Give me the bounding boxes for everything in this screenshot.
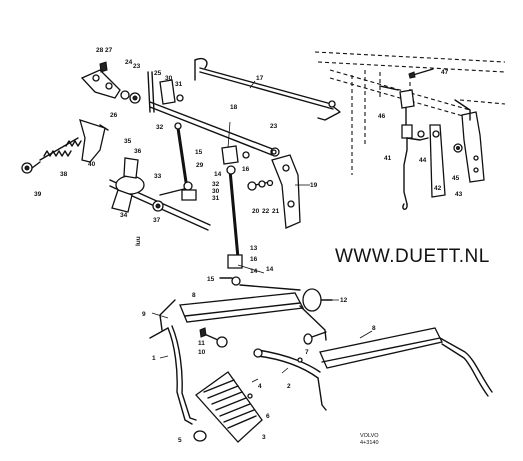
callout-41: 41 [384,155,392,162]
callout-42: 42 [434,185,442,192]
callout-17: 17 [256,75,264,82]
callout-27: 27 [105,47,113,54]
bolt-47 [408,68,434,79]
caption-brand: VOLVO [360,433,379,439]
callout-19: 19 [310,182,318,189]
callout-8b: 8 [372,325,376,332]
callout-3: 3 [262,434,266,441]
callout-2: 2 [287,383,291,390]
callout-39: 39 [34,191,42,198]
callout-20: 20 [252,208,260,215]
caption-code: 4+3140 [360,440,379,446]
callout-10: 10 [198,349,206,356]
callout-14b: 14 [250,268,258,275]
callout-14a: 14 [214,171,222,178]
link-rod-29 [174,122,197,201]
callout-38: 38 [60,171,68,178]
callout-14c: 14 [266,266,274,273]
callout-16b: 16 [250,256,258,263]
callout-23b: 23 [270,123,278,130]
callout-46: 46 [378,113,386,120]
callout-6: 6 [266,413,270,420]
side-mark: Iuu [135,236,142,246]
callout-33: 33 [154,173,162,180]
bolt-10-11 [199,327,228,348]
shaft-rod-17 [194,58,341,121]
callout-24: 24 [125,59,133,66]
callout-23a: 23 [133,63,141,70]
bracket-19 [247,154,301,229]
right-shaft-2 [253,327,493,411]
callout-18: 18 [230,104,238,111]
callout-37: 37 [153,217,161,224]
callout-25: 25 [154,70,162,77]
callout-4: 4 [258,383,262,390]
callout-30a: 30 [165,75,173,82]
spring-assembly-38-40 [21,119,109,174]
callout-21: 21 [272,208,280,215]
callout-29: 29 [196,162,204,169]
bracket-assembly-42 [429,99,485,198]
callout-16a: 16 [242,166,250,173]
callout-labels: 28 27 24 23 25 30 31 26 17 18 32 23 15 1… [34,47,463,444]
callout-11: 11 [198,340,205,347]
callout-47: 47 [441,69,449,76]
callout-8a: 8 [192,292,196,299]
throttle-cable-41 [379,85,429,210]
callout-31a: 31 [175,81,183,88]
callout-15b: 15 [207,276,215,283]
callout-28: 28 [96,47,104,54]
callout-5: 5 [178,437,182,444]
callout-13: 13 [250,245,258,252]
bolt-7 [303,331,327,345]
callout-22: 22 [262,208,270,215]
callout-9: 9 [142,311,146,318]
linkage-24-31 [80,61,184,113]
shaft-18 [149,101,280,157]
callout-44: 44 [419,157,427,164]
callout-34: 34 [120,212,128,219]
callout-26: 26 [110,112,118,119]
callout-12: 12 [340,297,348,304]
callout-32a: 32 [156,124,164,131]
callout-30b: 30 [212,188,220,195]
callout-45: 45 [452,175,460,182]
callout-36: 36 [134,148,142,155]
pivot-assembly-33-37 [109,157,211,231]
callout-31b: 31 [212,195,220,202]
callout-43: 43 [455,191,463,198]
leader-lines [151,80,373,383]
callout-1: 1 [152,355,156,362]
pedal-arm-1 [149,325,263,443]
callout-7: 7 [305,349,309,356]
callout-15a: 15 [195,149,203,156]
callout-32b: 32 [212,181,220,188]
pedal-shaft-8 [159,284,333,341]
watermark-text: WWW.DUETT.NL [335,246,490,267]
callout-40: 40 [88,161,96,168]
callout-35: 35 [124,138,132,145]
